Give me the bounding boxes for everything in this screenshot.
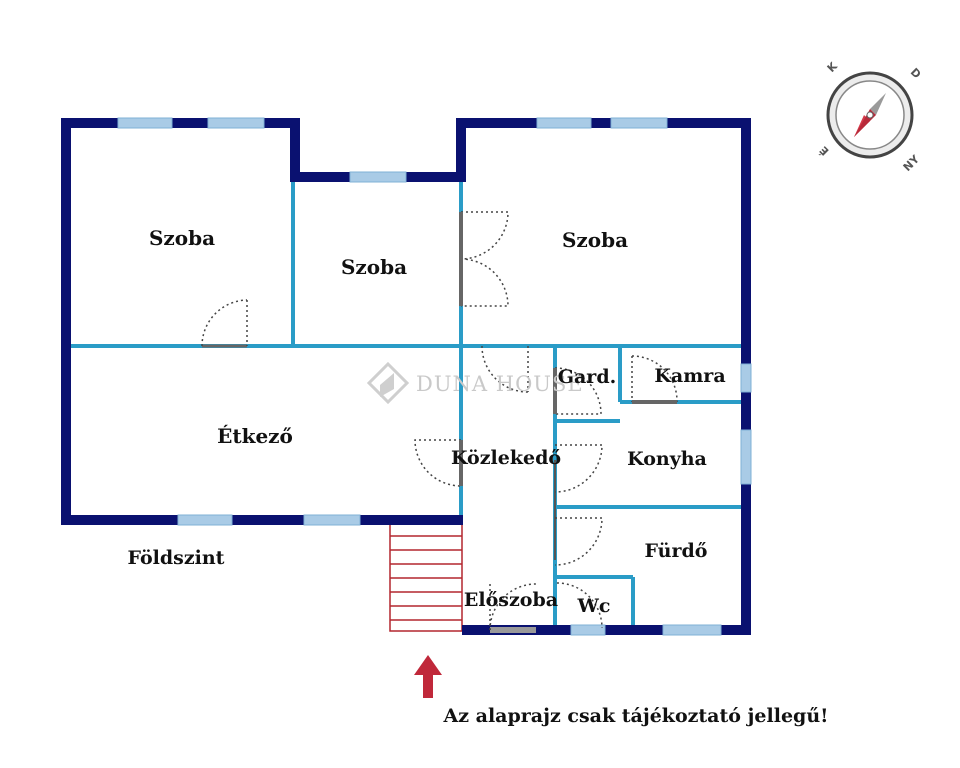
disclaimer: Az alaprajz csak tájékoztató jellegű! — [443, 705, 829, 727]
room-wc: Wc — [577, 595, 611, 617]
door-konyha — [554, 444, 603, 493]
level-label: Földszint — [128, 547, 225, 569]
room-szoba-1: Szoba — [149, 226, 215, 250]
door-szoba3 — [460, 211, 509, 307]
room-kozlekedo: Közlekedő — [451, 447, 561, 469]
room-etkezo: Étkező — [217, 424, 293, 448]
door-entrance — [489, 583, 537, 633]
compass-north-letter: K — [825, 59, 841, 75]
windows — [117, 117, 752, 636]
door-wc — [556, 582, 603, 629]
doors — [201, 211, 678, 633]
door-furdo — [554, 517, 603, 566]
watermark: DUNA HOUSE — [366, 361, 584, 405]
compass-east-letter: D — [908, 66, 924, 82]
compass-west-letter: É — [817, 143, 832, 158]
door-kamra — [631, 355, 678, 403]
room-furdo: Fürdő — [645, 540, 708, 562]
door-szoba1 — [201, 299, 248, 348]
entrance-arrow-icon — [414, 655, 442, 698]
room-konyha: Konyha — [627, 448, 707, 470]
compass-icon: K D NY É — [817, 59, 923, 174]
room-eloszoba: Előszoba — [464, 589, 558, 611]
compass-south-letter: NY — [901, 152, 923, 174]
stairs — [389, 521, 463, 632]
room-gard: Gard. — [558, 366, 616, 388]
room-szoba-3: Szoba — [562, 228, 628, 252]
room-szoba-2: Szoba — [341, 255, 407, 279]
duna-house-logo-icon — [366, 361, 410, 405]
room-labels: Szoba Szoba Szoba Étkező Közlekedő Gard.… — [149, 226, 726, 617]
watermark-text: DUNA HOUSE — [416, 372, 584, 396]
door-kozlekedo-top — [481, 345, 529, 393]
room-kamra: Kamra — [654, 365, 725, 387]
